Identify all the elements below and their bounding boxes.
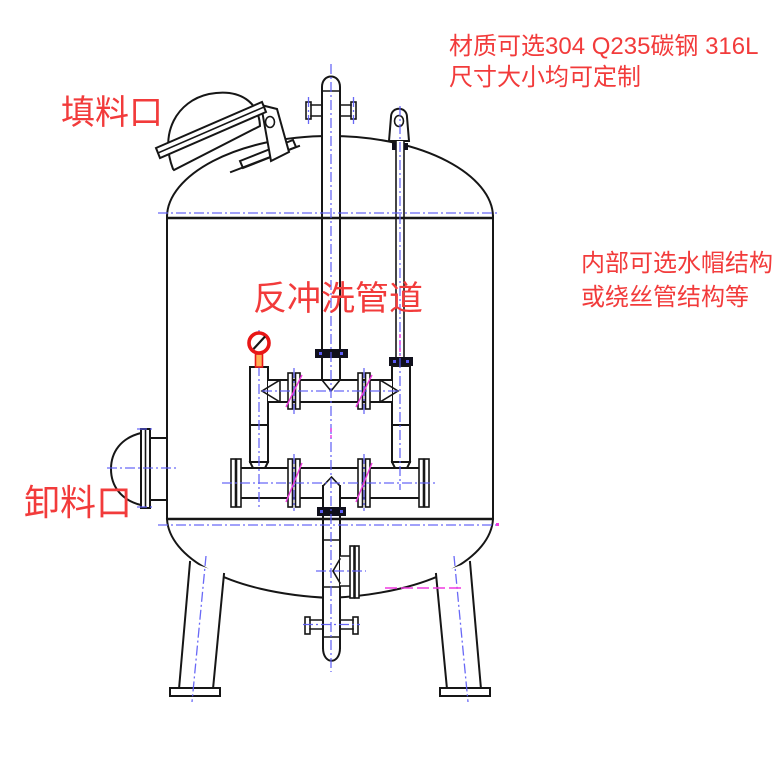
backwash-pipe-label: 反冲洗管道 xyxy=(253,280,423,318)
manhole-cover-assembly xyxy=(154,91,301,174)
drain-lower-flange xyxy=(304,616,359,635)
fill-port-label: 填料口 xyxy=(61,94,163,132)
material-note-line1: 材质可选304 Q235碳钢 316L xyxy=(449,33,759,60)
lifting-lug xyxy=(387,107,411,142)
right-leg xyxy=(434,560,483,691)
handhole-neck xyxy=(149,437,168,501)
drain-pipe-flange xyxy=(317,507,346,516)
internal-level-pipe xyxy=(389,140,413,366)
support-legs xyxy=(169,560,491,697)
material-note-line2: 尺寸大小均可定制 xyxy=(449,64,641,91)
internal-note-line1: 内部可选水帽结构 xyxy=(581,250,773,277)
discharge-port-label: 卸料口 xyxy=(24,482,133,523)
lug-hole xyxy=(393,114,405,128)
left-foot-pad xyxy=(169,687,221,697)
hinge-hole xyxy=(264,115,276,129)
left-leg xyxy=(177,560,226,691)
weld-marks xyxy=(285,334,499,589)
level-pipe-flange xyxy=(389,357,413,366)
manhole-hinge-bracket xyxy=(259,103,291,163)
weld-seam-lines xyxy=(167,216,493,521)
right-foot-pad xyxy=(439,687,491,697)
drain-side-branch xyxy=(331,545,360,599)
centerlines xyxy=(107,64,500,703)
pressure-gauge-icon xyxy=(247,331,271,368)
bottom-drain-pipe xyxy=(304,485,360,662)
right-riser xyxy=(390,365,412,482)
internal-note-line2: 或绕丝管结构等 xyxy=(581,284,749,311)
upper-run-flanges xyxy=(287,372,371,410)
gauge-needle xyxy=(252,335,266,350)
handhole-cover xyxy=(109,431,143,507)
